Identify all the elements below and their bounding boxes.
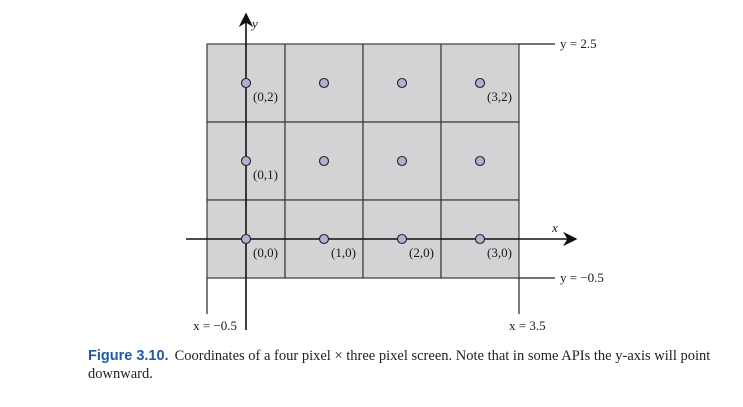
pixel-center-point: [318, 155, 330, 167]
pixel-center-point: [240, 233, 252, 245]
pixel-cell: [440, 121, 520, 201]
pixel-coordinate-label: (0,0): [253, 245, 278, 260]
pixel-coordinate-label: (2,0): [409, 245, 434, 260]
pixel-coordinate-label: (3,2): [487, 89, 512, 104]
pixel-center-point: [318, 233, 330, 245]
y-top-bound-label: y = 2.5: [560, 36, 597, 51]
pixel-center-point: [240, 77, 252, 89]
y-bottom-bound-label: y = −0.5: [560, 270, 604, 285]
pixel-labels: (0,0) (1,0) (2,0) (3,0) (0,1) (0,2) (3,2): [253, 89, 512, 260]
pixel-coordinate-label: (3,0): [487, 245, 512, 260]
pixel-coordinate-label: (0,2): [253, 89, 278, 104]
pixel-center-point: [396, 233, 408, 245]
figure-caption: Figure 3.10.Coordinates of a four pixel …: [88, 347, 728, 383]
y-axis-label: y: [250, 16, 258, 31]
pixel-coordinate-label: (0,1): [253, 167, 278, 182]
pixel-center-point: [474, 155, 486, 167]
pixel-center-point: [240, 155, 252, 167]
pixel-center-point: [474, 77, 486, 89]
x-axis-label: x: [551, 220, 558, 235]
x-left-bound-label: x = −0.5: [193, 318, 237, 333]
pixel-center-point: [474, 233, 486, 245]
caption-text: Coordinates of a four pixel × three pixe…: [88, 348, 711, 382]
figure-number: Figure 3.10.: [88, 348, 169, 364]
pixel-coordinate-label: (1,0): [331, 245, 356, 260]
pixel-cells: [206, 43, 520, 279]
pixel-centers: [240, 77, 486, 245]
pixel-center-point: [396, 77, 408, 89]
pixel-grid-diagram: (0,0) (1,0) (2,0) (3,0) (0,1) (0,2) (3,2) y x …: [186, 12, 604, 333]
x-right-bound-label: x = 3.5: [509, 318, 546, 333]
pixel-center-point: [318, 77, 330, 89]
boundary-lines: [206, 43, 555, 314]
pixel-center-point: [396, 155, 408, 167]
